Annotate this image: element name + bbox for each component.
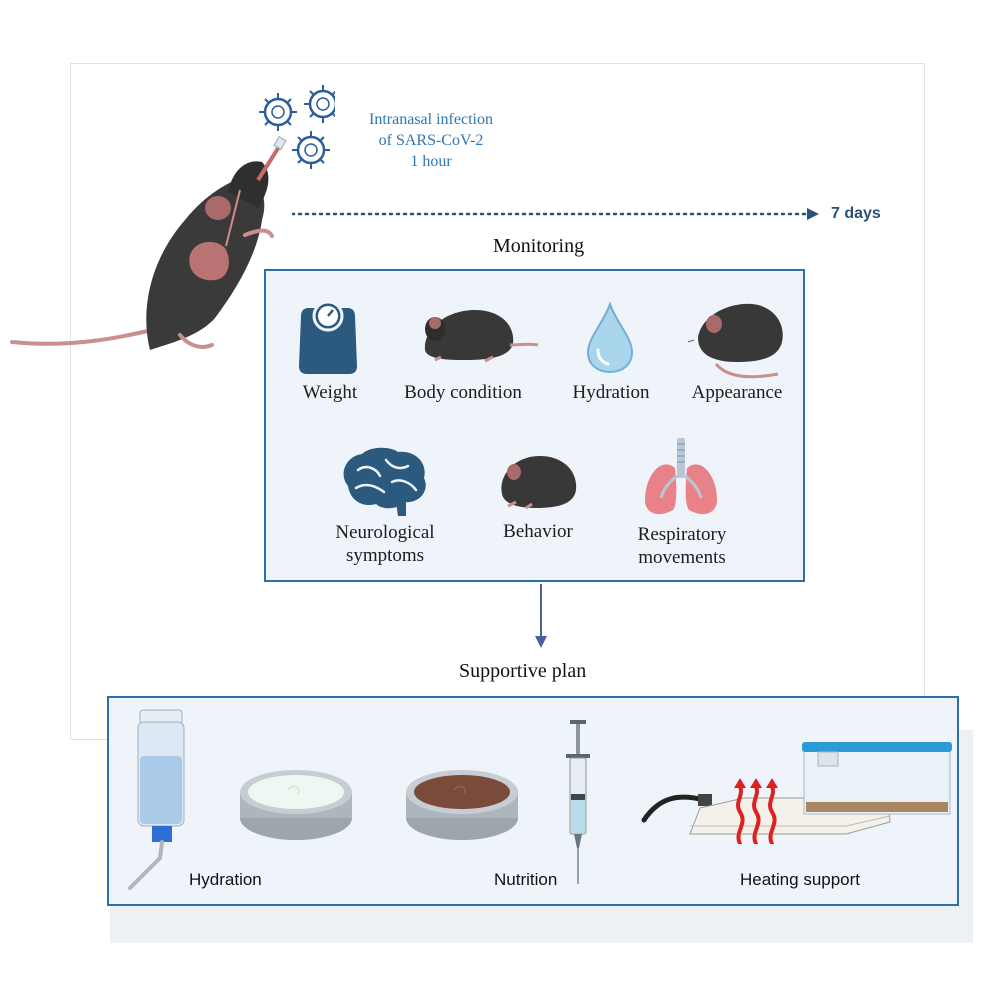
infected-mouse-illustration [10,135,287,350]
infection-text: Intranasal infection of SARS-CoV-2 1 hou… [346,109,516,172]
water-drop-icon [586,302,634,374]
monitor-label-weight: Weight [302,382,358,403]
respiratory-line-1: Respiratory [637,524,727,545]
mouse-lungs [189,241,229,281]
lungs-icon [645,438,717,515]
mouse-icon [687,303,783,379]
monitor-label-respiratory: Respiratory movements [622,523,742,569]
water-bottle-icon [128,709,185,890]
pipette [256,140,284,182]
curled-mouse-icon [501,456,577,510]
food-dish-icon [406,770,518,840]
monitoring-title: Monitoring [493,235,585,257]
virus-icon [292,131,330,169]
down-arrow [535,584,547,648]
heating-pad-icon [641,742,952,844]
monitor-label-appearance: Appearance [691,382,783,403]
respiratory-line-2: movements [638,547,726,568]
infection-line-2: of SARS-CoV-2 [378,132,484,149]
support-label-heating: Heating support [740,870,861,889]
hunched-mouse-icon [424,310,539,363]
infection-line-1: Intranasal infection [369,111,493,128]
mouse-ear [205,196,231,220]
support-title: Supportive plan [459,660,587,682]
timeline-end-label: 7 days [831,205,881,222]
support-label-hydration: Hydration [189,870,262,889]
support-label-nutrition: Nutrition [494,870,558,889]
neurological-line-2: symptoms [345,545,425,566]
monitor-label-neurological: Neurological symptoms [320,521,450,567]
scale-icon [299,300,357,374]
virus-icon [304,85,335,123]
gel-dish-icon [240,770,352,840]
mouse-tail [10,326,162,346]
monitor-label-behavior: Behavior [503,521,573,542]
timeline-arrow [292,208,819,220]
monitor-label-body-condition: Body condition [404,382,522,403]
syringe-icon [566,720,590,884]
virus-cluster [259,85,335,169]
neurological-line-1: Neurological [335,522,435,543]
monitor-label-hydration: Hydration [572,382,650,403]
infection-line-3: 1 hour [410,153,452,170]
virus-icon [259,93,297,131]
brain-icon [343,447,426,516]
